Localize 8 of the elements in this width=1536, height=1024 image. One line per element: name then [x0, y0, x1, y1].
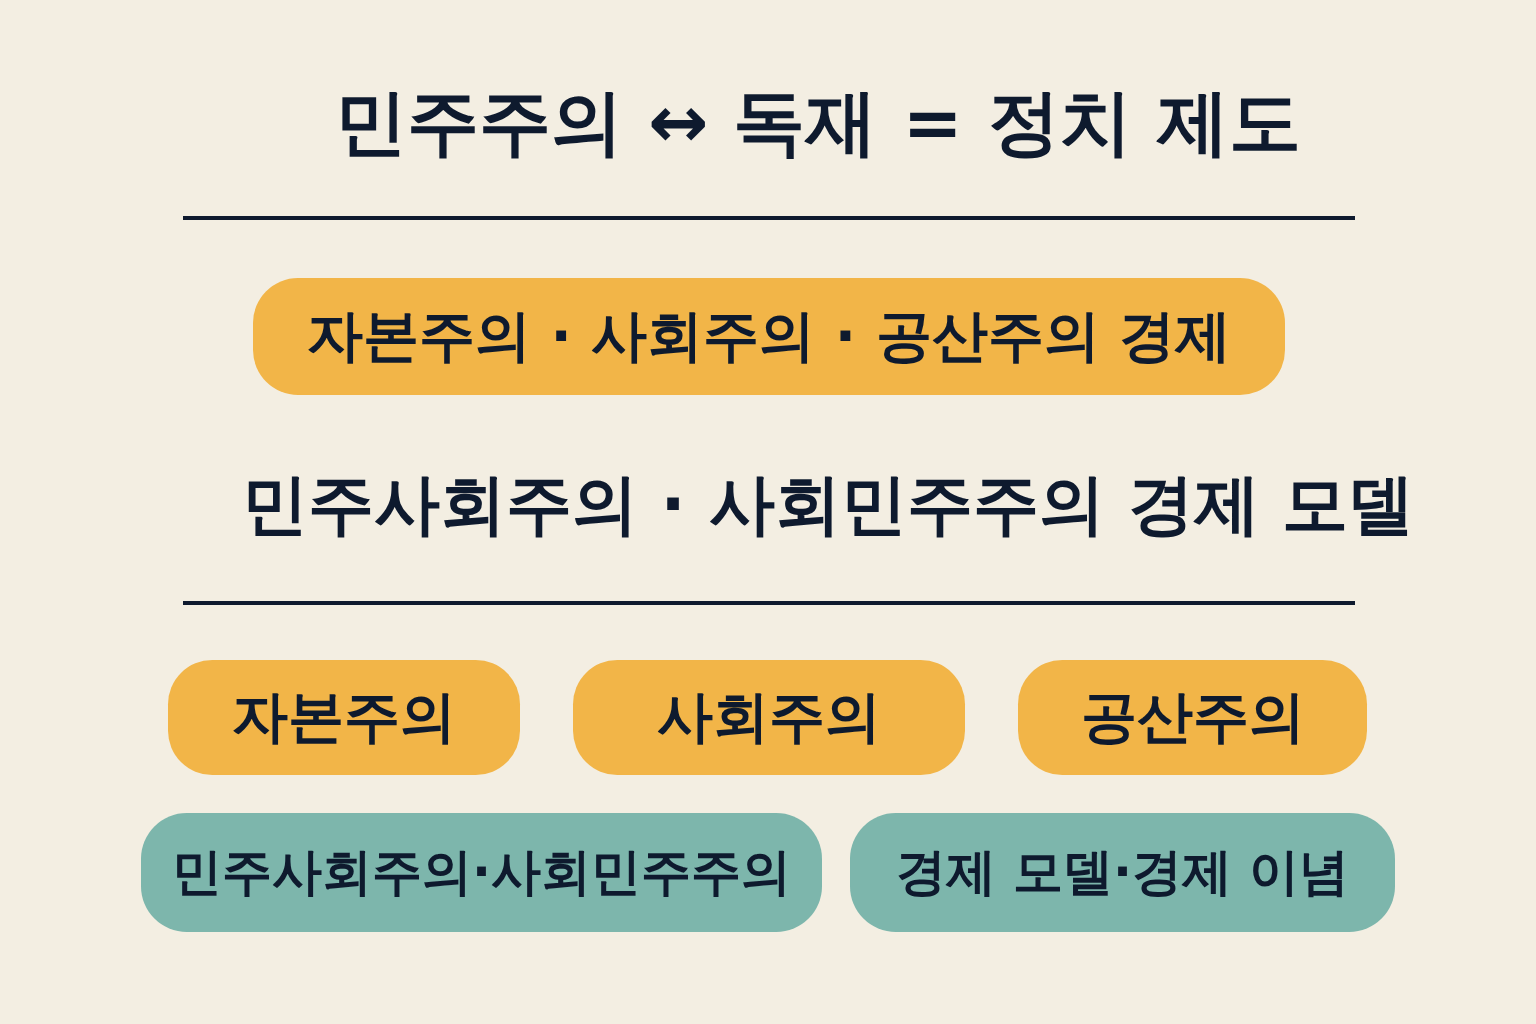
label-pill: 자본주의 — [168, 660, 520, 775]
title-heading: 민주주의 ↔ 독재 = 정치 제도 — [334, 79, 1302, 166]
label-pill: 사회주의 — [573, 660, 965, 775]
label-pill: 민주사회주의·사회민주주의 — [141, 813, 822, 932]
label-pill: 경제 모델·경제 이념 — [850, 813, 1395, 932]
label-pill: 공산주의 — [1018, 660, 1367, 775]
label-pill: 자본주의 · 사회주의 · 공산주의 경제 — [253, 278, 1285, 395]
section-heading: 민주사회주의 · 사회민주주의 경제 모델 — [240, 465, 1416, 545]
